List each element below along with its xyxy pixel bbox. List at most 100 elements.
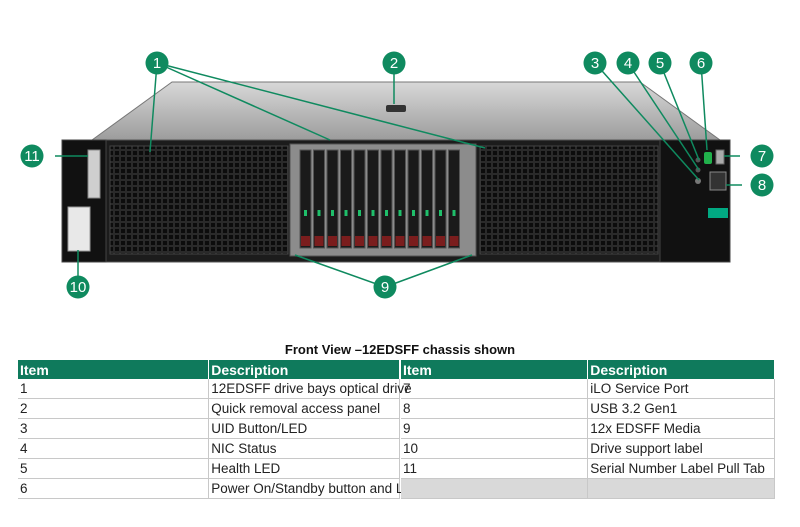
figure-caption: Front View –12EDSFF chassis shown bbox=[284, 342, 516, 357]
hpe-logo-badge bbox=[708, 208, 728, 218]
row-item: 5 bbox=[18, 458, 210, 479]
table-row-empty bbox=[401, 478, 775, 499]
drive-bay bbox=[380, 149, 393, 249]
header-item: Item bbox=[401, 360, 589, 379]
callout-label: 10 bbox=[70, 279, 87, 296]
drive-bay bbox=[326, 149, 339, 249]
drive-led-icon bbox=[344, 210, 348, 216]
drive-bay bbox=[407, 149, 420, 249]
drive-bay bbox=[299, 149, 312, 249]
drive-release-tab bbox=[314, 236, 324, 246]
row-description: Health LED bbox=[208, 458, 400, 479]
drive-release-tab bbox=[328, 236, 337, 246]
drive-release-tab bbox=[341, 236, 351, 246]
drive-led-icon bbox=[385, 210, 388, 216]
callout-circle bbox=[616, 51, 640, 75]
callout-label: 9 bbox=[381, 279, 389, 296]
row-item: 7 bbox=[401, 379, 589, 399]
drive-release-tab bbox=[382, 236, 391, 246]
drive-led-icon bbox=[412, 210, 415, 216]
callout-circle bbox=[648, 51, 672, 75]
drive-bay bbox=[434, 149, 447, 249]
callout-circle bbox=[689, 51, 713, 75]
ilo-service-port-icon bbox=[715, 149, 725, 165]
row-description: Serial Number Label Pull Tab bbox=[587, 458, 775, 479]
row-item: 8 bbox=[401, 398, 589, 419]
drive-led-icon bbox=[358, 210, 361, 216]
row-description: iLO Service Port bbox=[587, 379, 775, 399]
chassis-top-panel bbox=[90, 81, 722, 141]
drive-led-icon bbox=[371, 210, 375, 216]
drive-release-tab bbox=[449, 236, 459, 246]
callout-label: 6 bbox=[697, 55, 705, 72]
callout-circle bbox=[66, 275, 90, 299]
left-fan-grille bbox=[109, 145, 289, 255]
callout-label: 5 bbox=[656, 55, 664, 72]
drive-led-icon bbox=[331, 210, 334, 216]
row-description: Power On/Standby button and LED bbox=[208, 478, 422, 499]
drive-bay bbox=[353, 149, 366, 249]
header-description: Description bbox=[208, 360, 400, 379]
drive-led-icon bbox=[317, 210, 321, 216]
drive-bay bbox=[367, 149, 379, 249]
row-description: 12EDSFF drive bays optical drive bbox=[208, 379, 412, 399]
drive-release-tab bbox=[436, 236, 445, 246]
drive-release-tab bbox=[395, 236, 405, 246]
callout-circle bbox=[750, 144, 774, 168]
drive-release-tab bbox=[409, 236, 418, 246]
row-item: 4 bbox=[18, 438, 210, 459]
right-fan-grille bbox=[479, 145, 659, 255]
usb-port-icon bbox=[709, 171, 727, 191]
nic-status-led-icon bbox=[695, 167, 701, 173]
callout-label: 2 bbox=[390, 55, 398, 72]
callout-label: 3 bbox=[591, 55, 599, 72]
drive-release-tab bbox=[355, 236, 364, 246]
callout-circle bbox=[373, 275, 397, 299]
drive-led-icon bbox=[304, 210, 307, 216]
row-item: 1 bbox=[18, 379, 210, 399]
row-item: 2 bbox=[18, 398, 210, 419]
row-description: UID Button/LED bbox=[208, 418, 400, 439]
callout-circle bbox=[750, 173, 774, 197]
callout-label: 1 bbox=[153, 55, 161, 72]
drive-bay bbox=[313, 149, 325, 249]
drive-bay bbox=[421, 149, 433, 249]
callout-circle bbox=[583, 51, 607, 75]
callout-label: 11 bbox=[24, 148, 40, 165]
row-item: 11 bbox=[401, 458, 589, 479]
drive-bay bbox=[340, 149, 352, 249]
callout-label: 4 bbox=[624, 55, 632, 72]
row-description: Quick removal access panel bbox=[208, 398, 400, 419]
header-description: Description bbox=[587, 360, 775, 379]
drive-release-tab bbox=[301, 236, 310, 246]
row-item: 3 bbox=[18, 418, 210, 439]
header-item: Item bbox=[18, 360, 210, 379]
callout-label: 7 bbox=[758, 148, 766, 165]
row-description: USB 3.2 Gen1 bbox=[587, 398, 775, 419]
empty-cell bbox=[401, 478, 589, 499]
drive-release-tab bbox=[368, 236, 378, 246]
row-item: 10 bbox=[401, 438, 589, 459]
row-description: Drive support label bbox=[587, 438, 775, 459]
drive-bay bbox=[448, 149, 460, 249]
callout-circle bbox=[20, 144, 44, 168]
drive-led-icon bbox=[425, 210, 429, 216]
power-button-icon bbox=[704, 152, 712, 164]
empty-cell bbox=[587, 478, 775, 499]
drive-led-icon bbox=[439, 210, 442, 216]
drive-led-icon bbox=[452, 210, 456, 216]
row-description: 12x EDSFF Media bbox=[587, 418, 775, 439]
